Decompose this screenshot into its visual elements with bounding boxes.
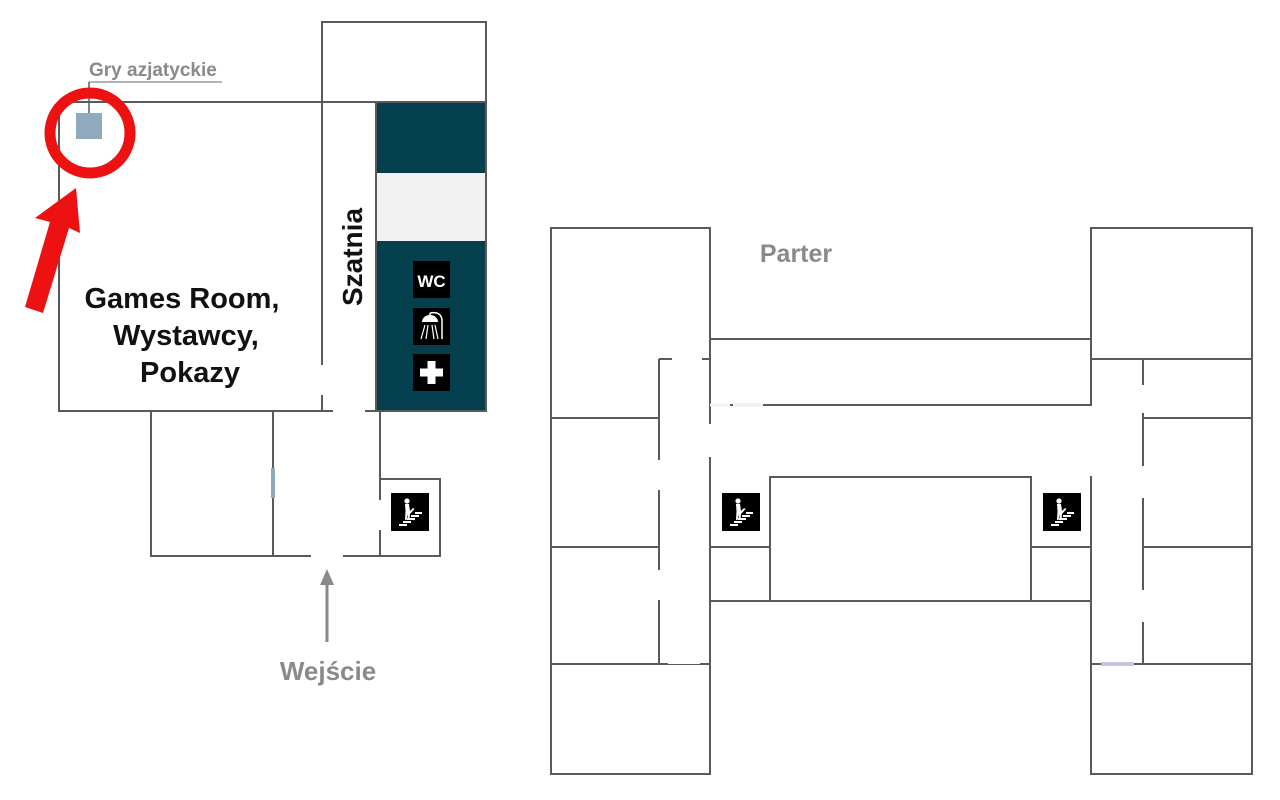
room-entrance-hall[interactable] [272,410,381,557]
first-aid-icon [413,354,450,391]
left-floor-plan: Gry azjatyckie Games Room, Wystawcy, Pok… [25,21,487,686]
corridor-right[interactable] [1092,360,1142,663]
cloakroom-label: Szatnia [337,208,368,306]
room-service-top[interactable] [376,102,486,173]
wc-icon: WC [413,261,450,298]
room-right-wing-lavender[interactable] [1090,663,1253,775]
room-small-sw[interactable] [709,546,771,602]
room-right-wing-c[interactable] [1142,546,1253,665]
corridor-left[interactable] [659,359,710,664]
room-left-wing-blue-upper[interactable] [550,546,660,665]
room-left-wing-mid[interactable] [550,417,660,548]
room-small-se[interactable] [1030,546,1092,602]
stairs-icon [1043,493,1081,531]
shower-icon [413,308,450,345]
entrance-label: Wejście [280,656,376,686]
svg-text:WC: WC [417,272,445,291]
entrance-arrow-icon [320,569,334,642]
highlight-circle [44,87,136,179]
room-lower-left[interactable] [150,410,274,557]
room-right-wing-a[interactable] [1142,358,1253,419]
room-left-wing-blue-lower[interactable] [550,663,711,775]
room-service-middle[interactable] [376,173,486,241]
stairs-icon [722,493,760,531]
main-room-label: Games Room, Wystawcy, Pokazy [84,283,287,389]
floor-label: Parter [760,240,833,268]
hall-central[interactable] [769,476,1032,602]
room-right-wing-b[interactable] [1142,417,1253,548]
room-right-wing-top[interactable] [1090,227,1253,360]
stairs-icon [391,493,429,531]
callout-label-asian-games: Gry azjatyckie [89,60,217,81]
highlight-arrow-icon [25,188,80,313]
room-top-storage[interactable] [321,21,487,103]
right-floor-plan: Parter [550,227,1253,775]
asian-games-marker[interactable] [76,113,102,139]
hall-north[interactable] [709,338,1092,406]
